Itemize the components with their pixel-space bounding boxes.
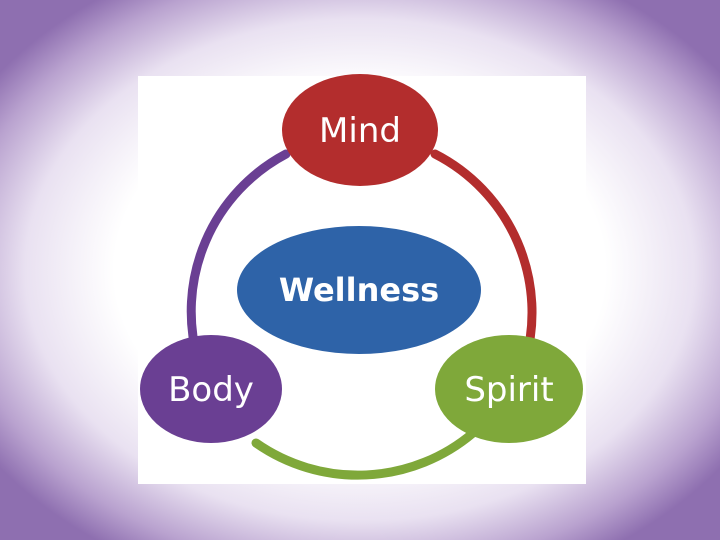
node-spirit-label: Spirit bbox=[464, 370, 553, 410]
node-mind-label: Mind bbox=[319, 111, 401, 151]
node-spirit: Spirit bbox=[435, 335, 583, 443]
arc-body-mind bbox=[186, 149, 291, 365]
node-spirit-ellipse bbox=[435, 335, 583, 443]
node-body-ellipse bbox=[140, 335, 282, 443]
center-ellipse bbox=[237, 226, 481, 354]
center-label: Wellness bbox=[279, 271, 439, 309]
center-node-wellness: Wellness bbox=[237, 226, 481, 354]
wellness-diagram: Wellness Mind Spirit Body bbox=[138, 74, 586, 484]
node-body: Body bbox=[140, 335, 282, 443]
wellness-cycle-svg: Wellness Mind Spirit Body bbox=[140, 74, 583, 480]
arc-mind-spirit bbox=[430, 149, 537, 367]
arc-spirit-body bbox=[251, 428, 478, 480]
node-body-label: Body bbox=[168, 370, 254, 410]
node-mind-ellipse bbox=[282, 74, 438, 186]
node-mind: Mind bbox=[282, 74, 438, 186]
